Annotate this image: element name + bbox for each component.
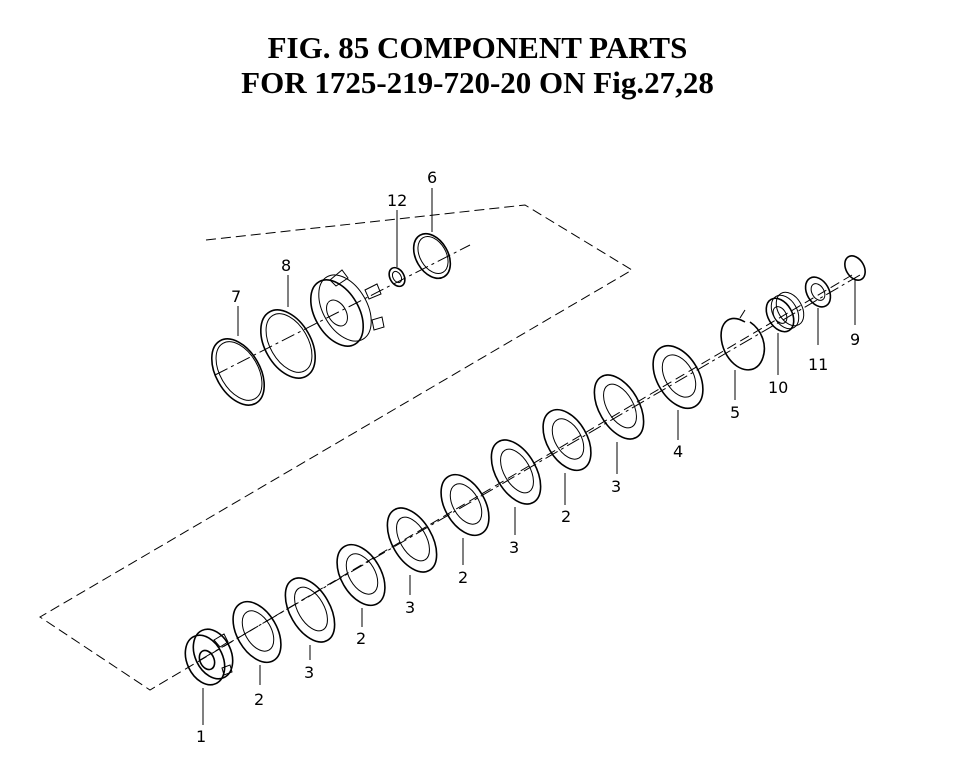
callout-10: 10 — [768, 378, 788, 397]
part-2-plate-a — [232, 600, 282, 664]
part-10-spring — [765, 291, 805, 333]
figure-title: FIG. 85 COMPONENT PARTS FOR 1725-219-720… — [0, 30, 955, 100]
part-3-disc-d — [593, 374, 645, 440]
callout-2-b: 2 — [356, 629, 366, 648]
part-11-washer — [804, 276, 832, 308]
part-9-retaining-ring — [844, 255, 866, 281]
callout-7: 7 — [231, 287, 241, 306]
part-5-snap-ring — [720, 309, 766, 371]
callout-3-c: 3 — [509, 538, 519, 557]
part-4-end-plate — [652, 344, 704, 410]
part-3-disc-a — [284, 577, 336, 643]
leader-lines — [202, 188, 856, 725]
title-line-2: FOR 1725-219-720-20 ON Fig.27,28 — [241, 65, 714, 100]
callout-1: 1 — [196, 727, 206, 746]
part-8-seal-ring — [260, 309, 316, 379]
part-2-plate-d — [542, 408, 592, 472]
callout-2-a: 2 — [254, 690, 264, 709]
part-6-seal — [412, 232, 452, 280]
part-2-plate-b — [336, 543, 386, 607]
part-12-o-ring — [388, 266, 406, 288]
callout-3-d: 3 — [611, 477, 621, 496]
callout-4: 4 — [673, 442, 683, 461]
callout-2-d: 2 — [561, 507, 571, 526]
title-line-1: FIG. 85 COMPONENT PARTS — [267, 30, 688, 65]
callout-3-a: 3 — [304, 663, 314, 682]
clutch-carrier — [309, 269, 385, 347]
callout-11: 11 — [808, 355, 828, 374]
part-3-disc-b — [386, 507, 438, 573]
callout-12: 12 — [387, 191, 407, 210]
callout-9: 9 — [850, 330, 860, 349]
assembly-frame-line — [39, 204, 853, 691]
callout-5: 5 — [730, 403, 740, 422]
part-2-plate-c — [440, 473, 490, 537]
upper-axis-line — [214, 244, 471, 376]
callout-3-b: 3 — [405, 598, 415, 617]
part-7-seal-ring — [210, 338, 266, 406]
part-1-hub — [184, 628, 234, 686]
callout-8: 8 — [281, 256, 291, 275]
part-3-disc-c — [490, 439, 542, 505]
callout-2-c: 2 — [458, 568, 468, 587]
callout-6: 6 — [427, 168, 437, 187]
